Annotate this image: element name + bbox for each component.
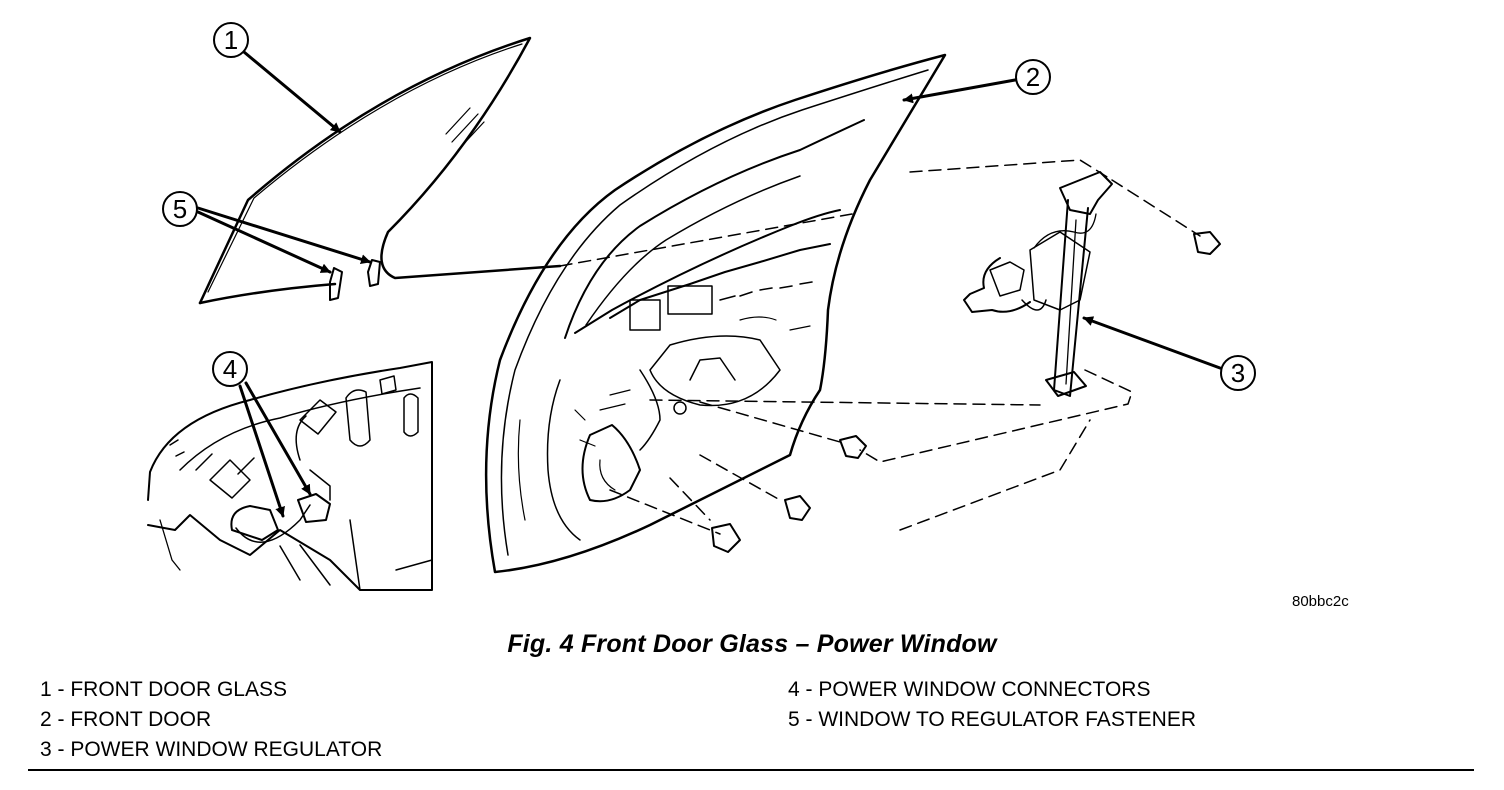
door-fasteners	[711, 231, 1221, 553]
legend-item-5: 5 - WINDOW TO REGULATOR FASTENER	[788, 708, 1196, 731]
legend-item-4: 4 - POWER WINDOW CONNECTORS	[788, 678, 1151, 701]
legend-item-1: 1 - FRONT DOOR GLASS	[40, 678, 287, 701]
callout-2-number: 2	[1026, 62, 1040, 92]
figure-caption: Fig. 4 Front Door Glass – Power Window	[507, 630, 997, 658]
alignment-lines	[559, 159, 1201, 535]
legend-item-2: 2 - FRONT DOOR	[40, 708, 212, 731]
callout-5-number: 5	[173, 194, 187, 224]
callout-3: 3	[1082, 316, 1256, 391]
callout-2: 2	[902, 59, 1051, 104]
callout-4-number: 4	[223, 354, 237, 384]
power-window-regulator	[963, 171, 1113, 397]
bottom-rule	[28, 769, 1474, 771]
connector-inset	[147, 361, 433, 591]
callout-3-number: 3	[1231, 358, 1245, 388]
front-door-glass	[198, 36, 562, 305]
diagram-artwork: 1 2 3 4 5 80bbc2c	[147, 22, 1349, 610]
callout-5: 5	[162, 191, 372, 274]
front-door	[484, 53, 947, 574]
legend-item-3: 3 - POWER WINDOW REGULATOR	[40, 738, 383, 761]
art-reference-code: 80bbc2c	[1292, 593, 1349, 610]
callout-1-number: 1	[224, 25, 238, 55]
callout-4: 4	[212, 351, 312, 518]
callout-1: 1	[213, 22, 342, 134]
